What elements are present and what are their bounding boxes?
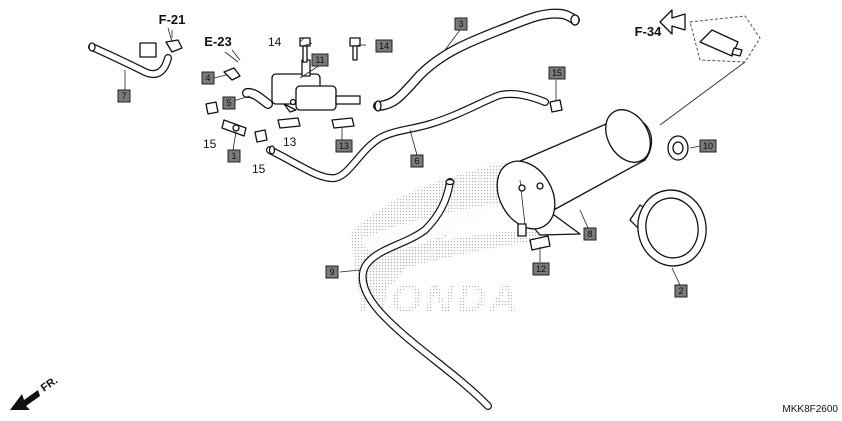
hose-part-9 <box>358 178 492 410</box>
purge-valve-part-11 <box>271 59 361 113</box>
svg-text:2: 2 <box>678 286 683 296</box>
bolt-14-leader <box>299 37 305 43</box>
callout-5: 5 <box>222 96 236 110</box>
svg-text:1: 1 <box>231 151 236 161</box>
callout-10: 10 <box>699 139 717 153</box>
svg-text:15: 15 <box>552 68 562 78</box>
hose-part-7 <box>88 42 172 79</box>
bolt-part-14-left <box>299 37 311 63</box>
callout-4: 4 <box>201 71 215 85</box>
svg-text:6: 6 <box>414 156 419 166</box>
bolt-part-14-right <box>349 37 361 61</box>
front-direction-arrow: FR. <box>10 374 60 410</box>
e23-arrow <box>224 51 239 63</box>
ref-e23: E-23 <box>204 34 231 49</box>
callout-9: 9 <box>325 265 339 279</box>
callout-6: 6 <box>410 154 424 168</box>
callout-8: 8 <box>583 227 597 241</box>
callout-15: 15 <box>548 66 566 80</box>
diagram-code: MKK8F2600 <box>782 404 838 415</box>
callout-11: 11 <box>311 53 329 67</box>
callout-1: 1 <box>227 149 241 163</box>
hose-part-6 <box>266 89 549 183</box>
svg-text:13: 13 <box>339 141 349 151</box>
label-15-plain-b: 15 <box>252 162 266 176</box>
grommet-part-10 <box>667 135 689 161</box>
clamp-part-15-left <box>205 101 268 143</box>
svg-text:4: 4 <box>205 73 210 83</box>
band-part-2 <box>629 189 707 267</box>
svg-text:8: 8 <box>587 229 592 239</box>
callout-13: 13 <box>335 139 353 153</box>
svg-text:9: 9 <box>329 267 334 277</box>
clip-part-12 <box>529 235 551 251</box>
svg-text:12: 12 <box>536 264 546 274</box>
svg-text:11: 11 <box>315 55 324 65</box>
canister-part-8 <box>496 109 653 237</box>
callout-7: 7 <box>117 89 131 103</box>
clamp-part-15-right <box>549 99 563 113</box>
svg-text:5: 5 <box>226 98 231 108</box>
front-label: FR. <box>39 374 60 394</box>
svg-text:7: 7 <box>121 91 126 101</box>
f34-inset <box>659 9 761 126</box>
callout-2: 2 <box>674 284 688 298</box>
hose-part-5 <box>242 87 273 109</box>
label-15-plain-a: 15 <box>203 137 217 151</box>
clip-part-13 <box>277 117 355 129</box>
hose-clip-f21 <box>139 39 183 58</box>
svg-text:14: 14 <box>379 41 389 51</box>
ref-f21: F-21 <box>159 12 186 27</box>
callout-12: 12 <box>532 262 550 276</box>
callout-3: 3 <box>454 17 468 31</box>
hose-part-3 <box>373 8 580 112</box>
joint-part-4 <box>223 67 241 81</box>
svg-text:10: 10 <box>703 141 713 151</box>
label-14-plain: 14 <box>268 35 282 49</box>
svg-text:3: 3 <box>458 19 463 29</box>
ref-f34: F-34 <box>635 24 663 39</box>
label-13-plain: 13 <box>283 135 297 149</box>
joint-part-1 <box>221 119 247 137</box>
callout-14: 14 <box>375 39 393 53</box>
